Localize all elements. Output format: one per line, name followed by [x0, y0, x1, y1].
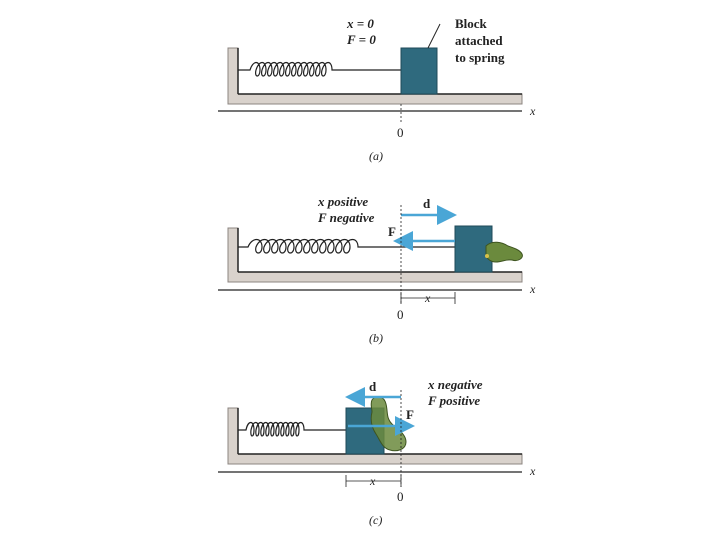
caption-b: (b): [369, 331, 383, 345]
f-label-c: F: [406, 407, 414, 422]
f-positive-label: F positive: [427, 393, 480, 408]
x-measure-c: x: [369, 474, 376, 488]
panel-b: x positive F negative d F x x 0 (b): [218, 194, 536, 345]
hand-icon: [485, 241, 523, 263]
hand-icon: [370, 396, 407, 452]
axis-label-b: x: [529, 282, 536, 296]
block-a: [400, 47, 438, 95]
f-eq-label-a: F = 0: [346, 32, 376, 47]
x-negative-label: x negative: [427, 377, 483, 392]
block-label-2: attached: [455, 33, 503, 48]
spring-c: [238, 421, 347, 437]
block-label-1: Block: [455, 16, 488, 31]
x-positive-label: x positive: [317, 194, 368, 209]
caption-a: (a): [369, 149, 383, 163]
zero-label-a: 0: [397, 125, 404, 140]
f-label-b: F: [388, 224, 396, 239]
spring-a: [238, 61, 402, 77]
panel-c: d x negative F positive F x x 0 (c): [218, 377, 536, 527]
f-negative-label: F negative: [317, 210, 375, 225]
x-measure-b: x: [424, 291, 431, 305]
zero-label-c: 0: [397, 489, 404, 504]
x-eq-label-a: x = 0: [346, 16, 374, 31]
spring-b: [238, 238, 456, 254]
panel-a: x = 0 F = 0 Block attached to spring x 0…: [218, 16, 536, 163]
zero-label-b: 0: [397, 307, 404, 322]
d-label-c: d: [369, 379, 377, 394]
axis-label-c: x: [529, 464, 536, 478]
leader-line-a: [427, 23, 441, 49]
block-label-3: to spring: [455, 50, 505, 65]
caption-c: (c): [369, 513, 382, 527]
axis-label-a: x: [529, 104, 536, 118]
d-label-b: d: [423, 196, 431, 211]
